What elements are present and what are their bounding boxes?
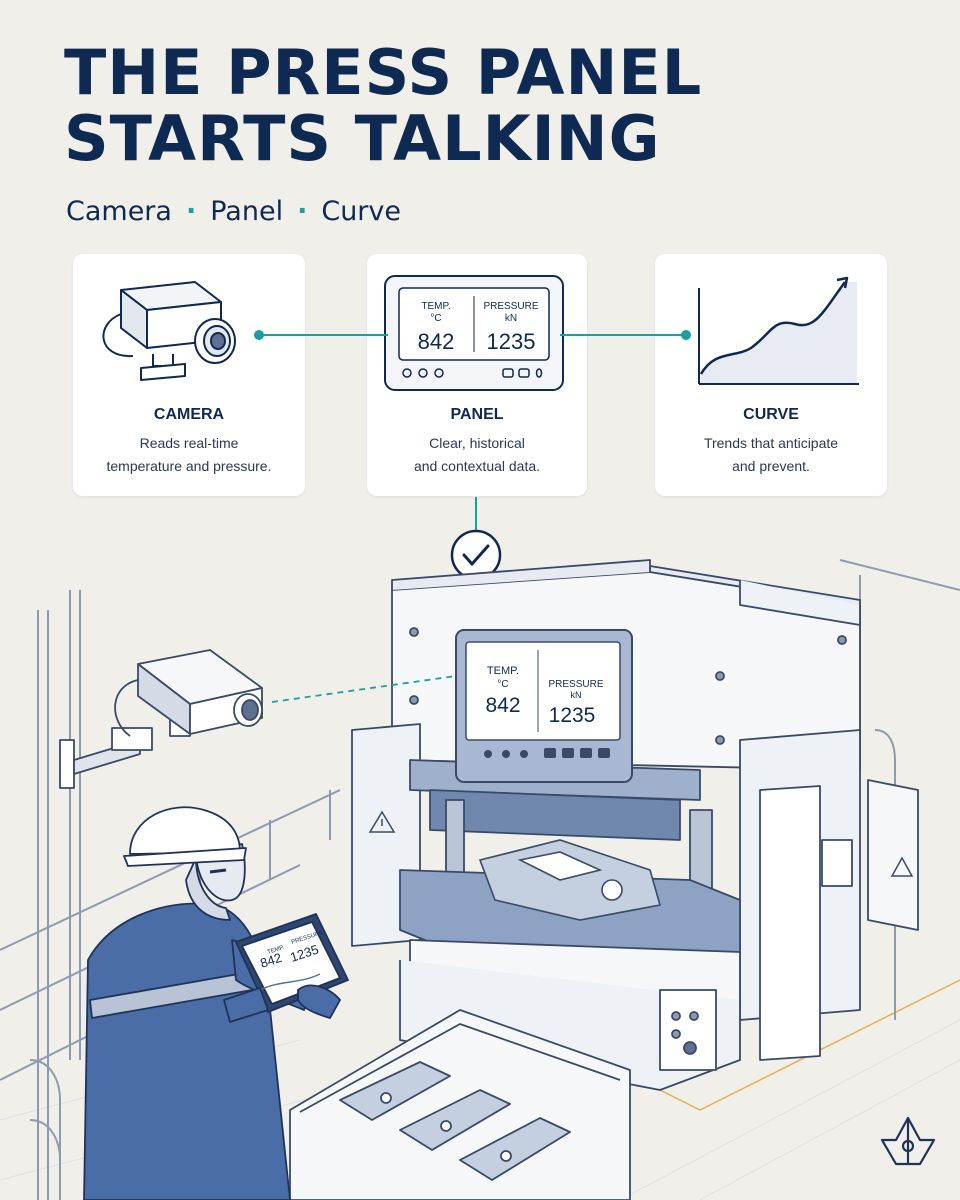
panel-icon-temp-value: 842 bbox=[418, 329, 455, 354]
workpiece-on-die bbox=[478, 839, 662, 921]
panel-icon-temp-unit: °C bbox=[430, 313, 441, 324]
tablet-temp-value: 842 bbox=[258, 950, 283, 971]
machine-temp-label: TEMP. bbox=[487, 665, 519, 677]
machine-pressure-unit: kN bbox=[571, 690, 582, 700]
title-line-1: THE PRESS PANEL bbox=[64, 36, 703, 109]
subtitle: Camera · Panel · Curve bbox=[66, 196, 401, 227]
wall-camera bbox=[59, 649, 263, 789]
machine-pressure-label: PRESSURE bbox=[548, 679, 603, 690]
subtitle-panel: Panel bbox=[210, 196, 284, 227]
warning-icon bbox=[368, 810, 914, 877]
panel-icon-pressure-value: 1235 bbox=[487, 329, 536, 354]
panel-desc-line-1: Clear, historical bbox=[429, 435, 525, 451]
tablet-temp-label: TEMP. bbox=[267, 945, 286, 956]
panel-icon-pressure-unit: kN bbox=[505, 313, 517, 324]
machine-temp-value: 842 bbox=[485, 694, 520, 717]
worker bbox=[83, 806, 349, 1200]
subtitle-camera: Camera bbox=[66, 196, 172, 227]
camera-desc-line-1: Reads real-time bbox=[139, 435, 239, 451]
panel-icon-temp-label: TEMP. bbox=[421, 301, 450, 312]
curve-card-title: CURVE bbox=[743, 406, 799, 423]
camera-card: CAMERA Reads real-time temperature and p… bbox=[73, 254, 305, 496]
panel-desc-line-2: and contextual data. bbox=[413, 458, 541, 474]
camera-icon bbox=[102, 281, 236, 381]
subtitle-separator: · bbox=[185, 196, 197, 227]
camera-desc-line-2: temperature and pressure. bbox=[106, 458, 272, 474]
panel-icon-pressure-label: PRESSURE bbox=[483, 301, 538, 312]
panel-card-title: PANEL bbox=[450, 406, 504, 423]
camera-sight-line bbox=[271, 675, 457, 703]
machine-display-panel: TEMP. °C 842 PRESSURE kN 1235 bbox=[455, 629, 633, 783]
railing bbox=[0, 559, 960, 1200]
curve-desc-line-1: Trends that anticipate bbox=[703, 435, 839, 451]
panel-icon: TEMP. °C 842 PRESSURE kN 1235 bbox=[384, 275, 564, 391]
parts-bin bbox=[289, 1009, 631, 1200]
subtitle-separator: · bbox=[297, 196, 308, 227]
curve-card-desc: Trends that anticipate and prevent. bbox=[665, 432, 877, 478]
card-connectors bbox=[254, 330, 691, 530]
subtitle-curve: Curve bbox=[321, 196, 401, 227]
logo-mark bbox=[880, 1116, 936, 1166]
curve-icon bbox=[698, 276, 859, 385]
press-machine bbox=[351, 559, 919, 1091]
machine-temp-unit: °C bbox=[497, 679, 508, 690]
panel-card: TEMP. °C 842 PRESSURE kN 1235 PANEL Clea… bbox=[367, 254, 587, 496]
camera-card-desc: Reads real-time temperature and pressure… bbox=[83, 432, 295, 478]
panel-card-desc: Clear, historical and contextual data. bbox=[377, 432, 577, 478]
title-line-2: STARTS TALKING bbox=[64, 102, 661, 175]
machine-pressure-value: 1235 bbox=[549, 704, 596, 727]
curve-desc-line-2: and prevent. bbox=[732, 458, 810, 474]
camera-card-title: CAMERA bbox=[153, 406, 225, 423]
curve-card: CURVE Trends that anticipate and prevent… bbox=[655, 254, 887, 496]
page-title: THE PRESS PANEL STARTS TALKING bbox=[64, 40, 702, 172]
